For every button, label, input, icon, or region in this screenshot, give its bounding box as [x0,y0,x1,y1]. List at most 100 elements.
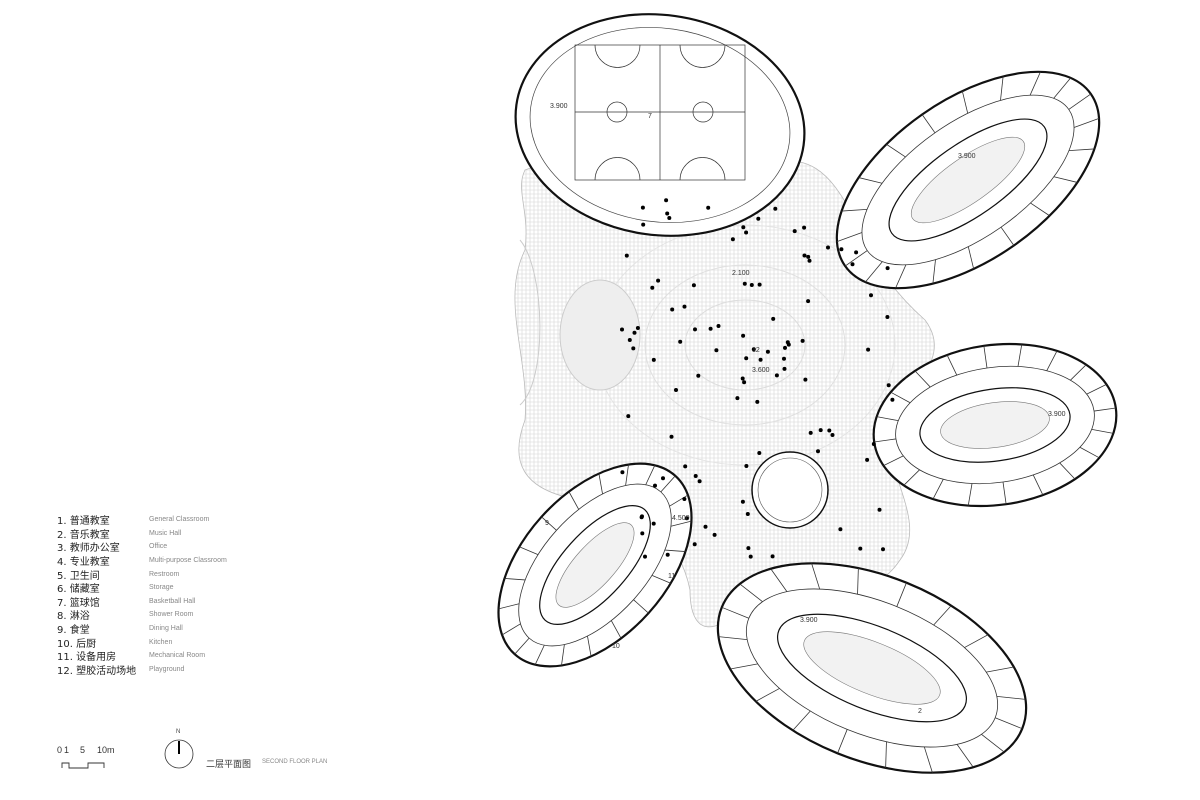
structural-column [807,258,812,263]
structural-column [770,554,775,559]
legend-cn: 9. 食堂 [57,625,90,637]
room-partition [1086,384,1107,395]
structural-column [661,476,665,481]
structural-column [886,383,891,388]
room-partition [739,583,763,603]
structural-column [740,499,745,504]
room-partition [967,246,975,270]
structural-column [716,324,721,328]
room-partition [896,582,907,607]
structural-column [635,326,640,330]
room-partition [1091,428,1114,434]
room-partition [844,250,868,267]
legend-en: Office [149,543,168,551]
structural-column [740,376,745,381]
structural-column [869,293,873,298]
wing-southeast [716,562,1028,774]
structural-column [806,254,811,259]
structural-column [735,396,740,401]
elevation-label: 3.900 [1048,411,1066,418]
room-number: 12 [752,347,760,354]
legend-en: Music Hall [149,529,182,537]
room-number: 7 [648,113,652,120]
room-partition [995,717,1023,730]
structural-column [748,554,753,559]
room-partition [841,208,868,212]
room-partition [514,637,530,655]
room-partition [1053,176,1078,183]
legend-cn: 10. 后厨 [57,638,97,650]
legend-en: Storage [149,584,174,592]
room-partition [921,114,936,134]
structural-column [744,464,749,468]
room-partition [1032,474,1044,496]
structural-column [866,347,871,352]
structural-column [691,283,696,288]
structural-column [640,531,645,536]
elevation-label: 4.500 [672,515,690,522]
room-partition [730,663,758,670]
structural-column [765,349,770,354]
structural-column [877,507,882,512]
legend-en: Multi-purpose Classroom [149,557,227,565]
wing-southwest [497,462,693,668]
room-partition [670,520,692,527]
structural-column [756,216,761,221]
structural-column [682,497,687,501]
room-partition [811,563,821,590]
legend-en: Playground [149,665,185,673]
structural-column [881,547,885,552]
room-partition [1002,481,1007,505]
room-partition [669,494,689,507]
room-partition [1000,76,1004,101]
room-partition [914,370,931,388]
room-partition [755,688,780,702]
structural-column [742,281,747,286]
structural-column [774,373,779,378]
structural-column [696,373,701,378]
room-partition [857,568,859,595]
structural-column [746,546,751,551]
room-partition [501,623,521,636]
room-number: 11 [668,573,675,580]
structural-column [651,357,656,362]
elevation-label: 3.900 [800,617,818,624]
structural-column [703,524,708,529]
room-partition [836,232,863,242]
room-partition [1046,350,1058,371]
structural-column [712,532,717,537]
room-partition [1017,344,1023,367]
entry-stair [519,239,541,406]
structural-column [800,338,805,343]
structural-column [890,397,895,402]
legend-cn: 1. 普通教室 [57,516,110,528]
contour-ring [644,264,846,426]
structural-column [670,307,675,312]
north-arrow-icon [164,739,194,769]
structural-column [749,283,754,287]
room-partition [721,606,749,619]
room-number: 2 [918,708,922,715]
room-partition [865,261,883,283]
room-partition [498,603,520,610]
scale-tick-1: 1 [64,745,70,755]
structural-column [782,356,786,361]
structural-column [854,250,859,255]
structural-column [693,327,697,332]
structural-column [706,205,711,210]
room-partition [625,464,629,486]
structural-column [755,399,760,404]
legend-cn: 4. 专业教室 [57,557,110,569]
structural-column [871,442,876,446]
room-partition [858,177,883,184]
room-partition [1030,202,1050,217]
room-partition [610,620,622,639]
